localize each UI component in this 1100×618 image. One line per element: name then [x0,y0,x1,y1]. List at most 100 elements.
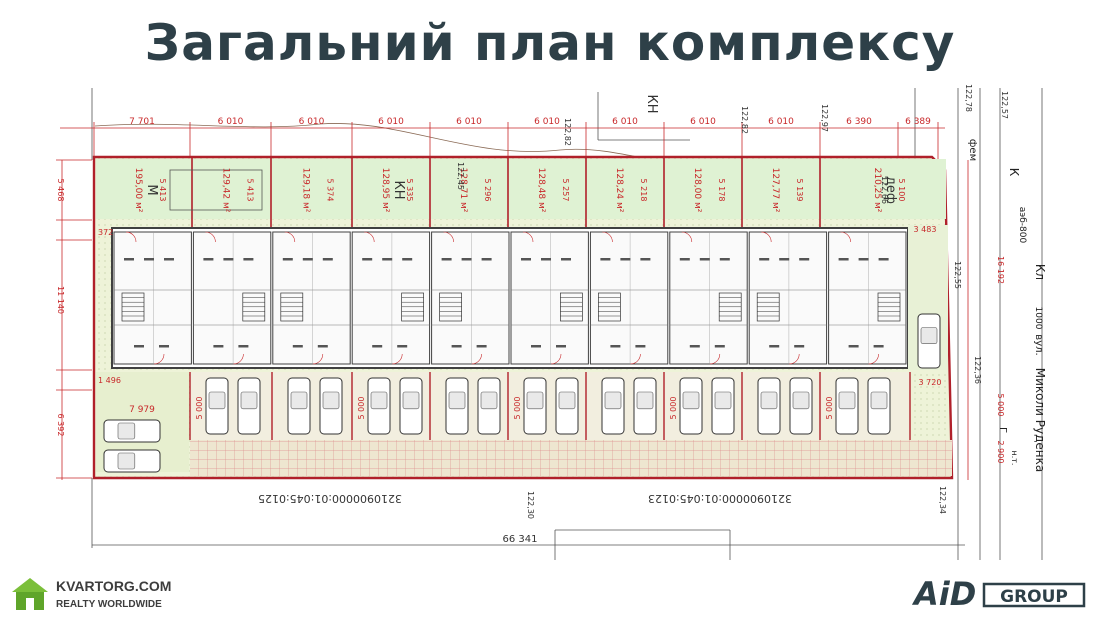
right-dimension-label: 2 900 [996,441,1005,464]
car-icon [287,377,311,435]
townhouse-unit [272,231,351,365]
plot-marker-label: КН [391,180,406,199]
north-label: КН [644,94,659,113]
parking-dimension: 5 000 [195,397,204,420]
car-icon [555,377,579,435]
plot-width-label: 5 374 [326,179,335,202]
left-dimension-label: 372 [98,228,113,237]
right-dimension-label: 5 000 [996,394,1005,417]
house-icon [12,578,48,610]
staircase [718,292,742,322]
paved-strip [190,440,952,476]
car-icon [917,313,941,369]
aid-group-box [982,582,1086,608]
context-lines [91,88,1043,560]
top-dimension-label: 6 010 [456,117,482,127]
staircase [242,292,266,322]
kvartorg-tagline: REALTY WORLDWIDE [56,599,162,610]
plot-area-label: 210,25 м² [872,168,882,213]
elevation-mark: 122,34 [938,486,947,514]
car-icon [399,377,423,435]
plot-area-label: 128,24 м² [614,168,624,213]
door [868,353,879,365]
car-icon [523,377,547,435]
top-dimension-label: 6 010 [768,117,794,127]
elevation-mark: 122,66 [880,176,889,204]
townhouse-unit [113,231,192,365]
aid-group-word: GROUP [1000,587,1068,607]
door [443,231,454,243]
townhouse-unit [431,231,510,365]
staircase [756,292,780,322]
plot-width-label: 5 335 [405,179,414,202]
top-dimension-label: 6 010 [690,117,716,127]
car-icon [633,377,657,435]
lot-width-label: 7 979 [129,405,155,415]
car-icon [711,377,735,435]
staircase [280,292,304,322]
plot-marker-label: М [144,184,159,195]
top-dimension-label: 6 010 [299,117,325,127]
right-dimension-label: 3 720 [919,378,942,387]
townhouse-unit [192,231,272,365]
door [602,231,613,243]
plot-width-label: 5 178 [717,179,726,202]
elevation-mark: 122,57 [1000,91,1009,119]
door [761,231,772,243]
left-dimension-label: 11 140 [56,286,65,314]
top-dimension-label: 6 010 [612,117,638,127]
parking-dimension: 5 000 [357,397,366,420]
elevation-mark: 122,30 [526,491,535,519]
plot-area-label: 128,48 м² [536,168,546,213]
plot-area-label: 127,77 м² [770,168,780,213]
door [205,231,216,243]
elevation-mark: 122,36 [973,356,982,384]
plot-width-label: 5 413 [246,179,255,202]
left-dimension-label: 6 392 [56,414,65,437]
street-label: К [1007,168,1021,177]
elevation-mark: 122,55 [953,261,962,289]
cadastral-number-2: 3210900000:01:045:0123 [648,492,792,505]
staircase [560,292,583,322]
plot-width-label: 5 296 [483,179,492,202]
staircase [877,292,901,322]
elevation-mark: 122,45 [456,162,465,190]
plot-area-label: 195,00 м² [133,168,143,213]
staircase [598,292,621,322]
door [471,353,482,365]
street-label: аэб-800 [1017,207,1027,244]
plot-area-label: 128,95 м² [380,168,390,213]
existing-structure [169,169,263,211]
door [789,353,800,365]
street-label: 1000 [1033,307,1043,330]
car-icon [757,377,781,435]
plot-width-label: 5 139 [795,179,804,202]
door [522,231,534,243]
staircase [121,292,145,322]
plot-area-label: 129,42 м² [221,168,231,213]
aid-mark: AiD [912,575,976,612]
door [153,353,165,365]
right-car [917,313,941,369]
elevation-mark: 122,82 [563,118,572,146]
car-icon [789,377,813,435]
parking-dimension: 5 000 [669,397,678,420]
street-label: Г [997,427,1008,433]
top-dimension-label: 6 010 [534,117,560,127]
car-icon [445,377,469,435]
staircase [439,292,462,322]
parking-dimension: 5 000 [825,397,834,420]
car-icon [367,377,391,435]
plot-width-label: 5 218 [639,179,648,202]
door [709,353,721,365]
elevation-mark: 122,97 [820,104,829,132]
street-label: Миколи Руденка [1033,368,1047,473]
street-label: вул. [1033,334,1044,355]
townhouse-unit [669,231,748,365]
